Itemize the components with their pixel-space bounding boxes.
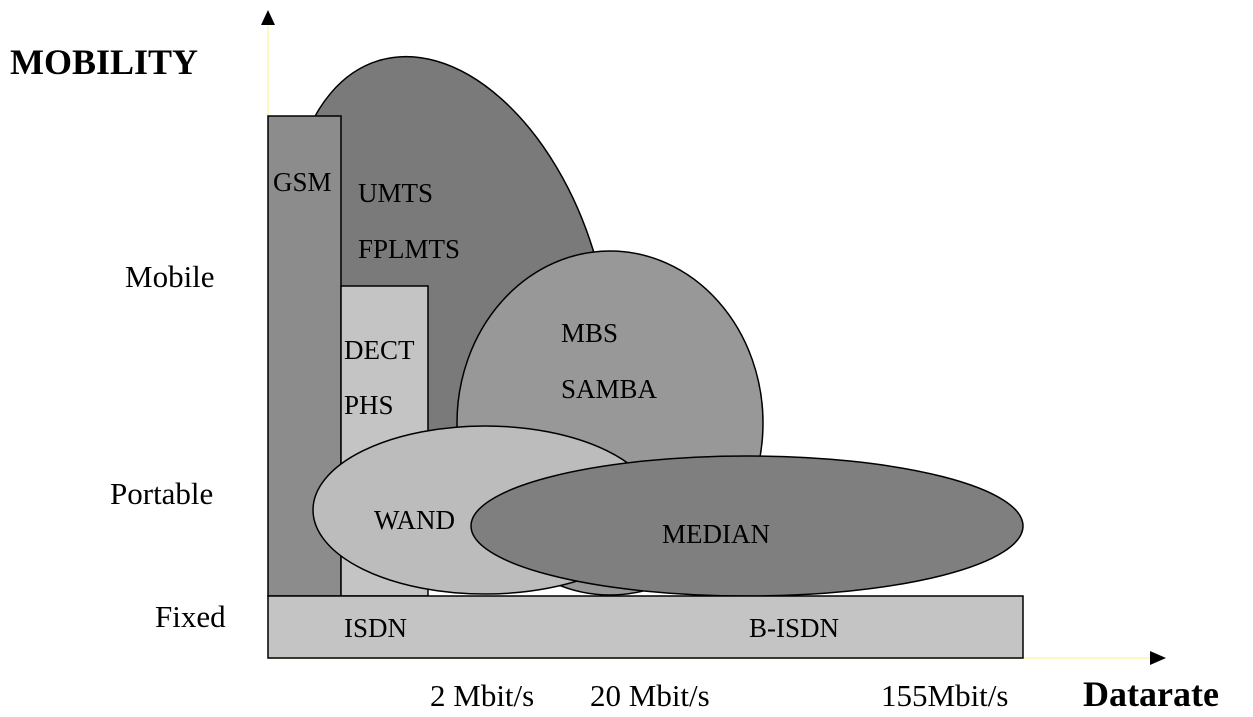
mbs-label: MBS: [561, 318, 618, 348]
isdn-bar: [267, 595, 1024, 659]
b-isdn-label: B-ISDN: [749, 613, 839, 643]
wand-label: WAND: [374, 505, 455, 535]
fplmts-label: FPLMTS: [358, 234, 460, 264]
samba-label: SAMBA: [561, 374, 658, 404]
isdn-label: ISDN: [344, 613, 407, 643]
y-axis-title: MOBILITY: [10, 42, 198, 82]
gsm-label: GSM: [273, 167, 332, 197]
median-label: MEDIAN: [662, 519, 770, 549]
x-tick-20mbit: 20 Mbit/s: [590, 678, 710, 713]
umts-label: UMTS: [358, 178, 433, 208]
y-level-portable: Portable: [110, 476, 213, 511]
dect-label: DECT: [344, 335, 415, 365]
x-axis-arrowhead: [1150, 651, 1166, 665]
x-tick-2mbit: 2 Mbit/s: [430, 678, 534, 713]
y-level-fixed: Fixed: [155, 599, 226, 634]
y-level-mobile: Mobile: [125, 259, 215, 294]
y-axis-arrowhead: [261, 10, 275, 25]
phs-label: PHS: [344, 390, 394, 420]
x-tick-155mbit: 155Mbit/s: [881, 678, 1008, 713]
x-axis-title: Datarate: [1083, 674, 1219, 714]
